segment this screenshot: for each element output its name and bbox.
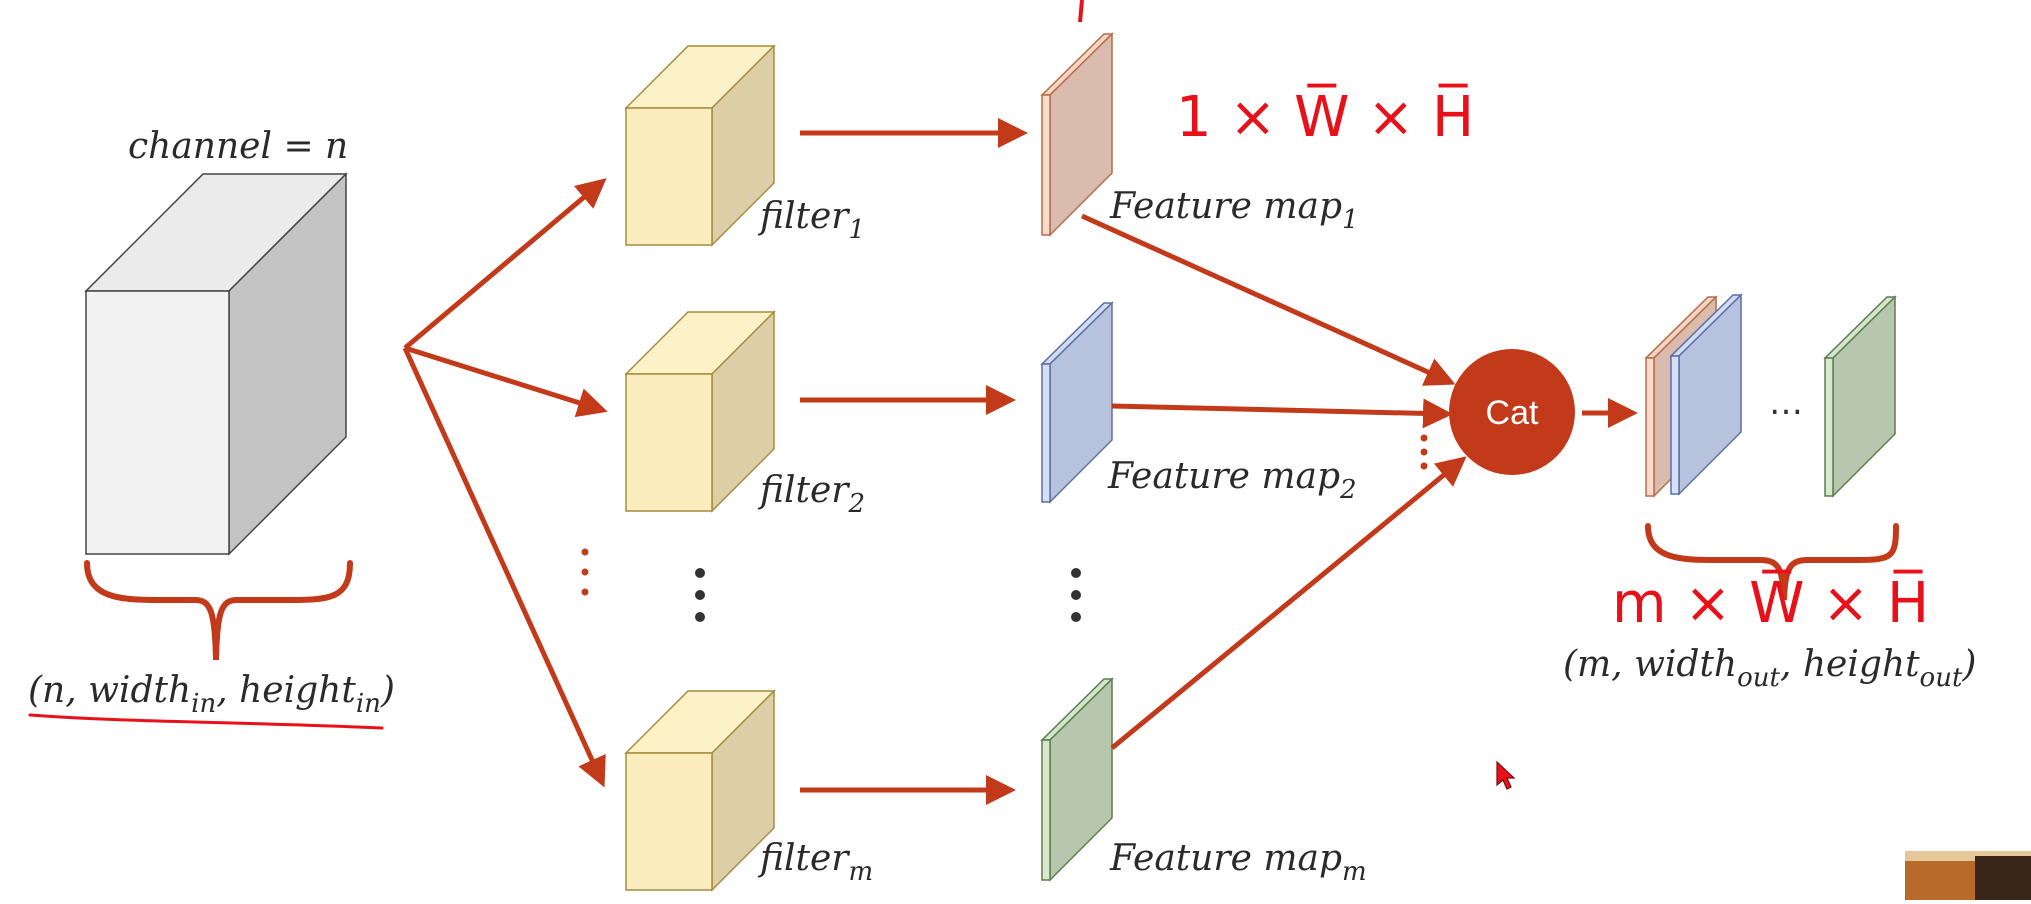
filter-1-cube	[624, 44, 776, 247]
output-map-2	[1669, 293, 1743, 496]
feature-map-2-label: Feature map2	[1107, 456, 1357, 505]
filter-2-label: filter2	[757, 470, 865, 519]
branch-arrows	[402, 178, 608, 788]
cat-node	[1449, 349, 1575, 475]
top-handwritten-note: 1 × W̅ × H̅	[1176, 84, 1474, 150]
output-map-m	[1823, 295, 1897, 498]
feature-map-m	[1040, 677, 1114, 882]
filter-2-cube	[624, 310, 776, 513]
feature-map-1	[1040, 32, 1114, 237]
output-brace	[1645, 523, 1899, 601]
mouse-cursor-icon	[1496, 760, 1516, 790]
webcam-overlay-corner	[1905, 851, 2031, 900]
input-cube	[84, 172, 348, 556]
input-shape-label: (n, widthin, heightin)	[28, 670, 395, 719]
top-handwritten-stroke	[1078, 0, 1084, 23]
filter-m-label: filterm	[757, 838, 873, 887]
feature-maps-vertical-ellipsis	[1071, 568, 1081, 622]
filter-to-map-arrows	[800, 118, 1028, 805]
feature-map-m-label: Feature mapm	[1109, 838, 1367, 887]
map-to-cat-arrows	[1080, 213, 1467, 750]
branch-vertical-ellipsis	[581, 548, 589, 596]
output-shape-label: (m, widthout, heightout)	[1563, 644, 1976, 693]
feature-map-2	[1040, 301, 1114, 504]
feature-map-1-label: Feature map1	[1109, 186, 1359, 235]
handwritten-underline	[28, 713, 384, 730]
channel-label: channel = n	[128, 126, 348, 167]
filters-vertical-ellipsis	[695, 568, 705, 622]
bottom-handwritten-note: m × W̅ × H̅	[1612, 570, 1929, 636]
cat-label: Cat	[1486, 394, 1539, 432]
filter-1-label: filter1	[757, 196, 865, 245]
input-brace	[84, 560, 353, 661]
output-horizontal-ellipsis: …	[1769, 383, 1803, 423]
cat-input-ellipsis	[1420, 434, 1428, 470]
filter-m-cube	[624, 689, 776, 892]
